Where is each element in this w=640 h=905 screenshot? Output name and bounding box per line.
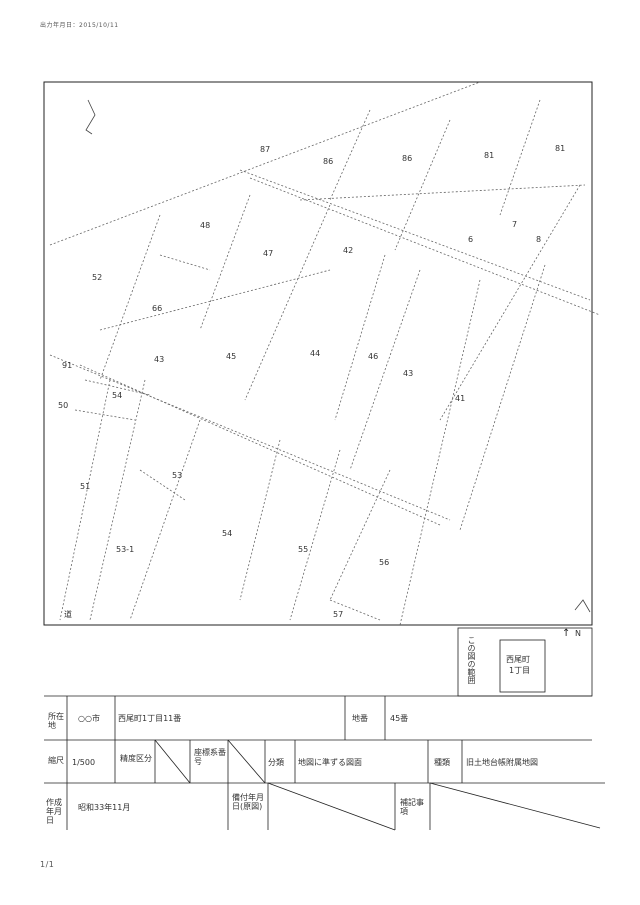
parcel-label: 8 (536, 235, 542, 244)
parcel-label: 41 (455, 394, 466, 403)
legend-vertical-label: この図の範囲 (467, 636, 476, 684)
north-arrow-icon: ↑ (562, 628, 571, 639)
legend-box-text: 1丁目 (509, 666, 531, 675)
road-line (49, 81, 481, 246)
cell-type: 旧土地台帳附属地図 (466, 758, 538, 767)
parcel-line (49, 354, 451, 521)
parcel-line (99, 269, 331, 331)
parcel-label: 57 (333, 610, 344, 619)
label-type: 種類 (434, 758, 450, 767)
parcel-label: 46 (368, 352, 379, 361)
parcel-label: 43 (403, 369, 414, 378)
parcel-line (499, 99, 541, 216)
parcel-line (89, 379, 146, 621)
label-notes: 補記事項 (400, 798, 424, 817)
parcel-line (74, 409, 136, 421)
boundary-mark (85, 99, 96, 135)
compass-letter: N (575, 629, 581, 638)
label-lot: 地番 (352, 714, 368, 723)
road-line (249, 177, 601, 316)
parcel-line (139, 469, 186, 501)
parcel-label: 44 (310, 349, 321, 358)
label-category: 分類 (268, 758, 284, 767)
parcel-line (329, 599, 381, 621)
parcel-line (394, 119, 451, 251)
parcel-label: 81 (555, 144, 566, 153)
parcel-line (244, 204, 331, 401)
parcel-label: 7 (512, 220, 518, 229)
parcel-label: 81 (484, 151, 495, 160)
parcel-label: 53-1 (116, 545, 135, 554)
label-scale: 縮尺 (48, 756, 64, 765)
cell-created: 昭和33年11月 (78, 803, 131, 812)
label-accuracy: 精度区分 (120, 754, 152, 763)
cell-scale: 1/500 (72, 758, 96, 767)
parcel-label: 55 (298, 545, 309, 554)
parcel-label: 45 (226, 352, 237, 361)
parcel-label: 54 (112, 391, 123, 400)
parcel-label: 道 (64, 610, 72, 619)
parcel-label: 51 (80, 482, 91, 491)
parcel-line (299, 184, 586, 201)
print-date: 出力年月日：2015/10/11 (40, 22, 119, 29)
parcel-label: 43 (154, 355, 165, 364)
parcel-label: 91 (62, 361, 73, 370)
label-installed: 備付年月日(原図) (232, 793, 264, 812)
parcel-label: 66 (152, 304, 163, 313)
cell-category: 地図に準ずる図面 (298, 758, 362, 767)
parcel-line (99, 214, 161, 381)
parcel-label: 87 (260, 145, 271, 154)
parcel-label: 52 (92, 273, 103, 282)
parcel-label: 48 (200, 221, 211, 230)
parcel-label: 50 (58, 401, 69, 410)
parcel-label: 6 (468, 235, 474, 244)
parcel-line (159, 254, 211, 271)
cell-lot: 45番 (390, 714, 409, 723)
cell-city: ○○市 (78, 714, 100, 723)
cell-address: 西尾町1丁目11番 (118, 714, 182, 723)
parcel-label: 42 (343, 246, 354, 255)
legend-box-text: 西尾町 (506, 655, 530, 664)
parcel-label: 54 (222, 529, 233, 538)
parcel-line (239, 439, 281, 601)
label-created: 作成年月日 (46, 798, 62, 826)
parcel-line (329, 109, 371, 201)
parcel-line (399, 279, 481, 626)
label-coordinate: 座標系番号 (194, 748, 226, 767)
map-frame (43, 81, 593, 626)
parcel-line (459, 264, 546, 531)
parcel-label: 86 (323, 157, 334, 166)
parcel-label: 53 (172, 471, 183, 480)
parcel-line (84, 379, 151, 396)
parcel-line (329, 469, 391, 601)
parcel-line (79, 364, 441, 526)
parcel-line (199, 194, 251, 331)
page-number: 1/1 (40, 860, 55, 869)
parcel-line (129, 419, 201, 621)
parcel-line (289, 449, 341, 621)
parcel-label: 86 (402, 154, 413, 163)
parcel-line (349, 269, 421, 471)
legend-inner-box (499, 639, 546, 693)
parcel-label: 47 (263, 249, 274, 258)
boundary-mark (574, 599, 591, 613)
parcel-line (334, 254, 386, 421)
label-location: 所在地 (48, 712, 64, 731)
parcel-line (439, 184, 581, 421)
parcel-line (59, 379, 111, 621)
parcel-label: 56 (379, 558, 390, 567)
